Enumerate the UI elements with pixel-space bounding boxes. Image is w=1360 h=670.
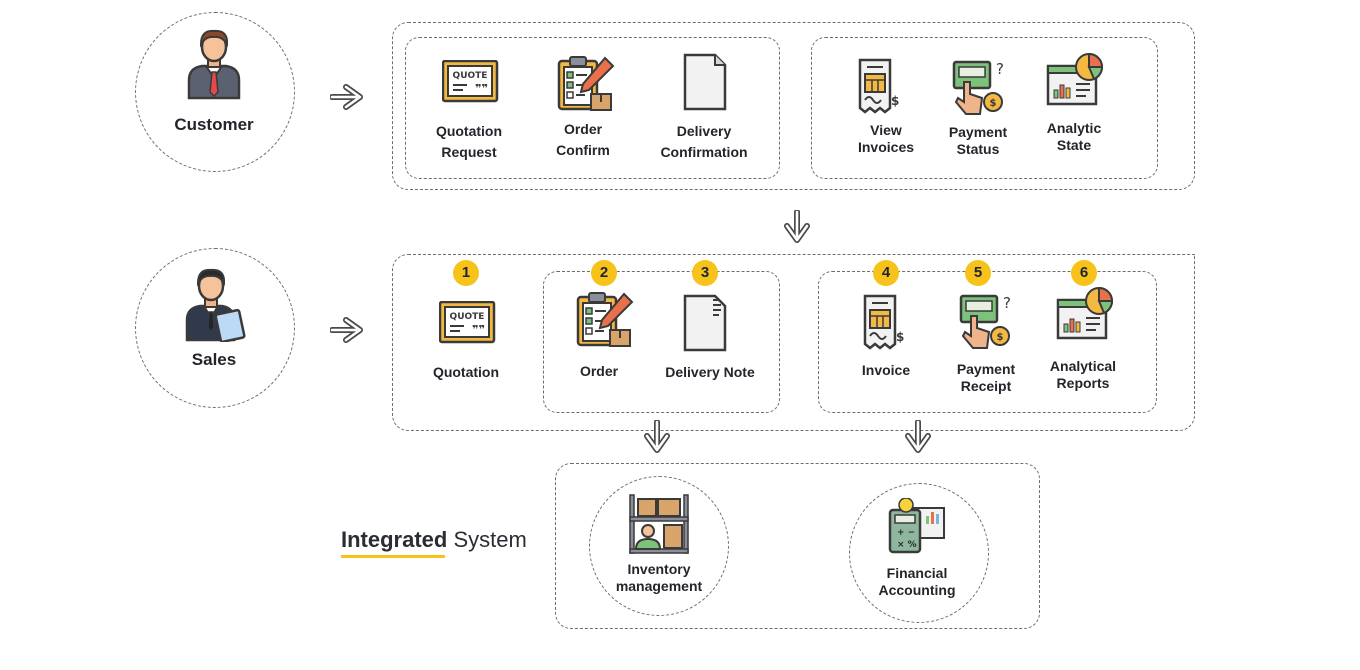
sales-order-group: [543, 271, 780, 413]
analytics-chart-icon: [1056, 286, 1116, 342]
title-underline: [341, 555, 445, 558]
document-icon: [683, 53, 727, 111]
analytics-chart-icon: [1046, 52, 1106, 108]
arrow-right-icon: [330, 317, 364, 345]
customer-order-group: [405, 37, 780, 179]
integrated-section: [555, 463, 1040, 629]
customer-avatar-icon: [186, 28, 242, 100]
customer-circle: [135, 12, 295, 172]
quote-board-icon: [439, 301, 496, 345]
sales-quotation-label: Quotation: [432, 364, 500, 380]
document-icon: [683, 294, 727, 352]
invoice-icon: [862, 294, 910, 352]
integrated-system-title: Integrated System: [341, 527, 527, 552]
sales-section: [392, 254, 1195, 431]
customer-billing-group: [811, 37, 1158, 179]
step-badge: 4: [873, 260, 899, 286]
arrow-down-icon: [784, 210, 812, 244]
sales-avatar-icon: [184, 266, 246, 342]
customer-label: Customer: [174, 115, 254, 134]
accounting-circle: [849, 483, 989, 623]
step-badge: 5: [965, 260, 991, 286]
inventory-circle: [589, 476, 729, 616]
invoice-icon: [857, 58, 905, 116]
step-badge: 1: [453, 260, 479, 286]
customer-section: [392, 22, 1195, 190]
payment-terminal-icon: [957, 292, 1013, 350]
arrow-right-icon: [330, 84, 364, 112]
quote-board-icon: [442, 60, 499, 104]
step-badge: 2: [591, 260, 617, 286]
clipboard-checklist-icon: [576, 292, 636, 348]
sales-order-label: Order: [579, 363, 619, 379]
svg-text:+ −: + −: [897, 528, 915, 538]
payment-terminal-icon: [950, 58, 1006, 116]
warehouse-inventory-icon: [628, 493, 690, 555]
arrow-down-icon: [905, 420, 933, 454]
sales-invoice-label: Invoice: [861, 362, 911, 378]
sales-delivery-note-label: Delivery Note: [665, 364, 755, 380]
svg-text:× %: × %: [897, 540, 917, 550]
clipboard-checklist-icon: [557, 56, 617, 112]
calculator-accounting-icon: + − × %: [888, 498, 946, 554]
step-badge: 3: [692, 260, 718, 286]
arrow-down-icon: [644, 420, 672, 454]
sales-circle: [135, 248, 295, 408]
step-badge: 6: [1071, 260, 1097, 286]
sales-label: Sales: [191, 350, 237, 369]
